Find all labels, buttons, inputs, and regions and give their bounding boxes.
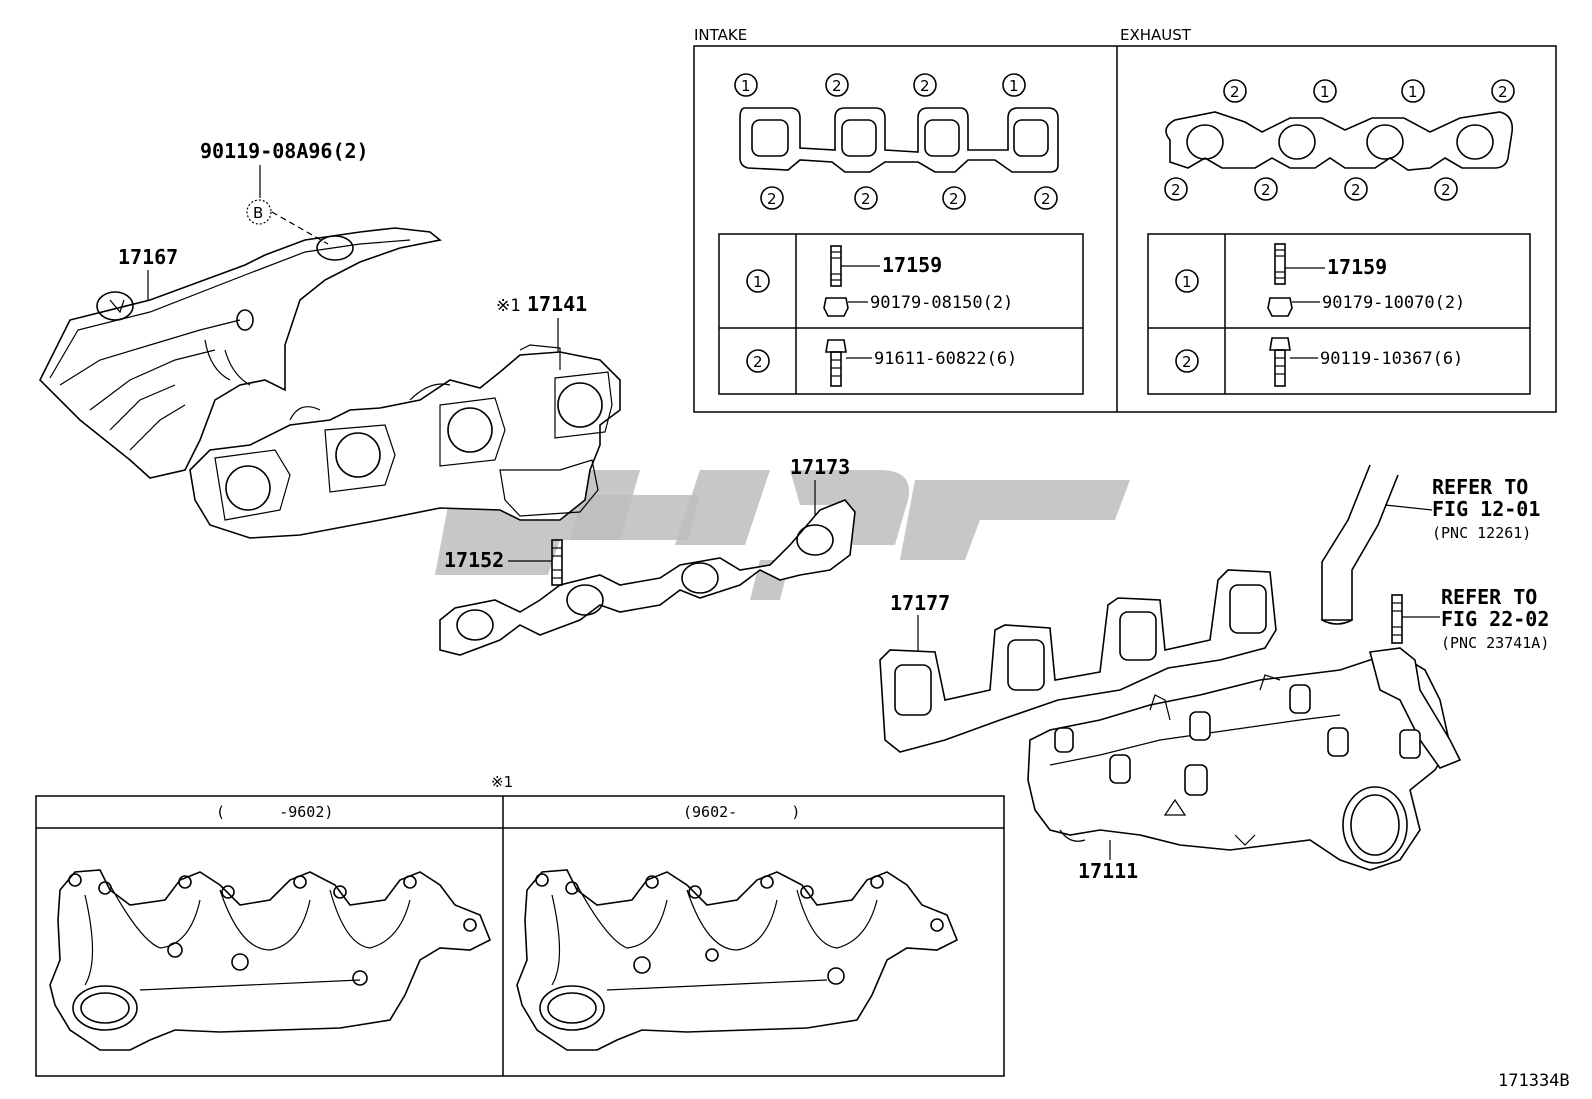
bolt-icon: [1269, 337, 1291, 387]
nut-icon: [1267, 297, 1293, 317]
svg-text:2: 2: [920, 77, 930, 95]
heat-insulator-17167: [39, 227, 442, 479]
intake-gasket-markers-top: 1 2 2 1: [734, 73, 1026, 97]
exhaust-fastener-table: 1 2 17159 90179-10070(2) 90119-10367(6): [1147, 233, 1531, 395]
intake-row2-marker: [746, 349, 770, 373]
svg-text:2: 2: [1351, 181, 1361, 199]
watermark-logo: [435, 470, 1130, 600]
label-17167: 17167: [118, 245, 178, 269]
intake-manifold-17111: [1027, 647, 1462, 871]
exhaust-nut-part: 90179-10070(2): [1322, 293, 1465, 313]
exhaust-gasket-17173: [439, 499, 856, 656]
svg-text:(PNC 12261): (PNC 12261): [1432, 524, 1531, 542]
bolt-icon: [825, 339, 847, 387]
intake-nut-part: 90179-08150(2): [870, 293, 1013, 313]
exhaust-gasket-markers-top: 2 1 1 2: [1223, 79, 1515, 103]
svg-text:FIG 12-01: FIG 12-01: [1432, 497, 1540, 521]
refer-note-pipe: REFER TO FIG 12-01 (PNC 12261): [1321, 464, 1540, 625]
intake-fastener-table: 1 2 17159 90179-08150(2) 91611-60822(6: [718, 233, 1084, 395]
svg-text:1: 1: [1009, 77, 1019, 95]
variant-left-manifold: [49, 869, 492, 1051]
variant-right-header: (9602- ): [683, 803, 800, 821]
exhaust-header: EXHAUST: [1120, 26, 1192, 44]
label-17141: 17141: [527, 292, 587, 316]
figure-id: 171334B: [1498, 1071, 1570, 1091]
svg-text:2: 2: [861, 190, 871, 208]
svg-text:2: 2: [1230, 83, 1240, 101]
svg-text:2: 2: [1171, 181, 1181, 199]
label-17141-prefix: ※1: [496, 296, 520, 316]
svg-text:2: 2: [753, 353, 763, 371]
marker-b: B: [253, 204, 263, 222]
svg-text:2: 2: [1441, 181, 1451, 199]
exhaust-gasket-figure: [1165, 111, 1514, 171]
svg-text:1: 1: [1320, 83, 1330, 101]
svg-text:2: 2: [1498, 83, 1508, 101]
svg-text:1: 1: [753, 273, 763, 291]
label-17152: 17152: [444, 548, 504, 572]
table-frame: [693, 45, 1557, 413]
intake-bolt-part: 91611-60822(6): [874, 349, 1017, 369]
svg-text:REFER TO: REFER TO: [1432, 475, 1528, 499]
intake-header: INTAKE: [694, 26, 747, 44]
svg-text:FIG 22-02: FIG 22-02: [1441, 607, 1549, 631]
marker-b-circle: [246, 199, 272, 225]
exhaust-gasket-markers-bottom: 2 2 2 2: [1164, 177, 1458, 201]
intake-stud-part: 17159: [882, 253, 942, 277]
intake-gasket-markers-bottom: 2 2 2 2: [760, 186, 1058, 210]
svg-text:2: 2: [949, 190, 959, 208]
variant-left-header: ( -9602): [216, 803, 333, 821]
stud-icon: [1274, 243, 1286, 285]
variants-table: ※1 ( -9602) (9602- ): [35, 773, 1005, 1077]
nut-icon: [823, 297, 849, 317]
exhaust-stud-part: 17159: [1327, 255, 1387, 279]
svg-text:2: 2: [767, 190, 777, 208]
stud-17152: [551, 539, 563, 586]
svg-text:1: 1: [1182, 273, 1192, 291]
leader-b-dashed: [271, 211, 329, 245]
variants-note-mark: ※1: [491, 773, 513, 791]
intake-exhaust-reference-table: INTAKE EXHAUST 1 2 2 1 2 2 2 2: [693, 26, 1557, 413]
svg-text:2: 2: [832, 77, 842, 95]
svg-text:2: 2: [1041, 190, 1051, 208]
svg-text:1: 1: [1408, 83, 1418, 101]
label-90119-08A96: 90119-08A96(2): [200, 139, 369, 163]
svg-text:1: 1: [741, 77, 751, 95]
svg-text:REFER TO: REFER TO: [1441, 585, 1537, 609]
stud-icon: [830, 245, 842, 287]
svg-text:2: 2: [1261, 181, 1271, 199]
exhaust-manifold-17141: [189, 344, 621, 539]
exhaust-row1-marker: [1175, 269, 1199, 293]
refer-note-stud: REFER TO FIG 22-02 (PNC 23741A): [1391, 585, 1549, 652]
variant-right-manifold: [516, 869, 959, 1051]
label-17111: 17111: [1078, 859, 1138, 883]
intake-row1-marker: [746, 269, 770, 293]
label-17173: 17173: [790, 455, 850, 479]
svg-text:2: 2: [1182, 353, 1192, 371]
svg-text:(PNC 23741A): (PNC 23741A): [1441, 634, 1549, 652]
intake-gasket-figure: [739, 107, 1059, 173]
exhaust-row2-marker: [1175, 349, 1199, 373]
label-17177: 17177: [890, 591, 950, 615]
exhaust-bolt-part: 90119-10367(6): [1320, 349, 1463, 369]
variants-frame: [35, 795, 1005, 1077]
intake-gasket-17177: [879, 569, 1277, 753]
